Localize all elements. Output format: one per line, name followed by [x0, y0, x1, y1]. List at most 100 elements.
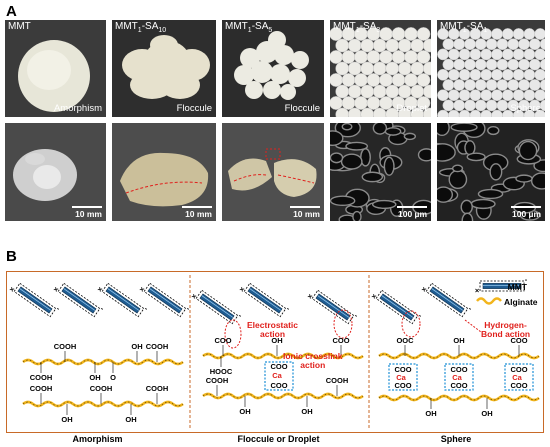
- pore: [384, 127, 402, 136]
- bead: [480, 89, 493, 102]
- bead: [379, 96, 393, 110]
- mmt-platelet: -×: [8, 282, 63, 318]
- bead: [330, 50, 343, 64]
- bead: [330, 96, 343, 110]
- oh-group: OH: [301, 407, 312, 416]
- pore: [487, 126, 500, 136]
- chain-backbone: [202, 393, 364, 399]
- mmt-highlight: [317, 295, 350, 318]
- bead: [442, 79, 455, 91]
- bead: [442, 99, 455, 112]
- bead: [518, 38, 530, 51]
- bead: [501, 68, 514, 81]
- pore: [330, 130, 344, 147]
- ca-crosslink-box: [444, 363, 474, 391]
- charge-minus: -: [185, 304, 193, 313]
- bead: [485, 79, 498, 91]
- bead: [447, 89, 460, 102]
- calcium-ion: Ca: [272, 371, 282, 380]
- bead: [366, 96, 381, 110]
- bead: [437, 68, 449, 81]
- photo-mmt1-sa3-top: MMT1-SA3 Droplet: [330, 20, 431, 117]
- bead: [410, 61, 425, 76]
- bead: [347, 38, 362, 53]
- charge-minus: -: [55, 304, 63, 313]
- bead: [372, 61, 387, 76]
- scale-bar: 100 µm: [397, 206, 427, 219]
- sem-porous-image: [437, 123, 545, 221]
- cooh-group: HOOC: [210, 367, 233, 376]
- bead: [458, 48, 471, 61]
- coo-group: COO: [214, 336, 231, 345]
- bead: [416, 50, 431, 64]
- mmt-highlight: [249, 288, 282, 311]
- bead: [397, 84, 412, 99]
- ca-crosslink-box: [264, 361, 294, 391]
- charge-minus: -: [285, 304, 293, 313]
- coo-group: COO: [510, 381, 527, 390]
- bead: [469, 48, 482, 61]
- bead: [354, 50, 368, 64]
- floccule-image: [234, 31, 309, 100]
- coo-group: COO: [450, 365, 467, 374]
- charge-x: ×: [8, 284, 17, 294]
- bead: [528, 79, 541, 91]
- sem-porous-image: [330, 123, 431, 221]
- chain-backbone: [378, 395, 540, 401]
- bead: [437, 89, 449, 102]
- bead: [391, 27, 406, 41]
- photo-mmt1-sa1-top: MMT1-SA1 Sphere: [437, 20, 545, 117]
- oh-group: OH: [89, 373, 100, 382]
- bead: [518, 79, 530, 91]
- charge-x: ×: [190, 291, 199, 301]
- bead: [335, 38, 350, 53]
- dried-floccule-image: [120, 152, 209, 207]
- pore: [361, 171, 384, 183]
- bead: [496, 79, 509, 91]
- bead: [397, 38, 412, 53]
- bead: [469, 68, 482, 81]
- bead: [453, 99, 466, 112]
- pore: [330, 195, 356, 207]
- section-label-amorphism: Amorphism: [72, 434, 123, 444]
- charge-minus: -: [353, 311, 361, 320]
- bead: [422, 38, 431, 53]
- pore: [451, 164, 464, 173]
- bead: [453, 79, 466, 91]
- pore: [450, 123, 478, 132]
- bead: [534, 68, 545, 81]
- pore: [371, 199, 397, 209]
- pore: [352, 210, 362, 221]
- bead: [491, 28, 503, 40]
- bead: [523, 89, 536, 102]
- coo-group: COO: [270, 381, 287, 390]
- mmt-highlight: [381, 295, 414, 318]
- scale-bar: 10 mm: [182, 206, 212, 219]
- bead: [512, 68, 525, 81]
- bead: [469, 89, 482, 102]
- bead: [335, 84, 350, 99]
- bead: [485, 38, 498, 51]
- bead: [523, 28, 536, 40]
- dried-floccule-image: [228, 148, 317, 197]
- pore: [330, 152, 344, 164]
- bead: [410, 38, 425, 53]
- coo-group: OOC: [396, 336, 414, 345]
- mmt-platelet: -×: [52, 282, 106, 318]
- bead: [485, 58, 498, 71]
- ca-crosslink-box: [504, 363, 534, 391]
- mmt-highlight: [63, 288, 96, 311]
- charge-x: ×: [306, 291, 315, 301]
- bead: [501, 28, 514, 40]
- bead: [458, 89, 471, 102]
- pore: [518, 140, 538, 161]
- cooh-group: COOH: [30, 384, 53, 393]
- bead: [534, 28, 545, 40]
- bead: [534, 89, 545, 102]
- charge-minus: -: [237, 311, 245, 320]
- bead: [474, 38, 487, 51]
- charge-x: ×: [420, 284, 429, 294]
